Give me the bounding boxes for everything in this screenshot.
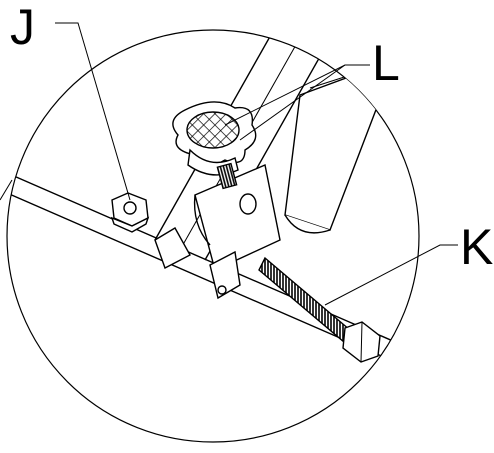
hex-nut-icon	[110, 192, 150, 233]
hex-bolt-icon	[258, 256, 381, 363]
callout-j: J	[10, 0, 131, 201]
label-j: J	[10, 0, 35, 55]
leader-line	[0, 179, 13, 201]
label-l: L	[372, 35, 400, 91]
star-knob-icon	[172, 101, 257, 190]
callout-l: L	[224, 35, 400, 141]
label-k: K	[460, 219, 493, 275]
bracket	[154, 227, 241, 300]
callout-k: K	[324, 219, 493, 306]
tube-collar	[193, 164, 281, 271]
